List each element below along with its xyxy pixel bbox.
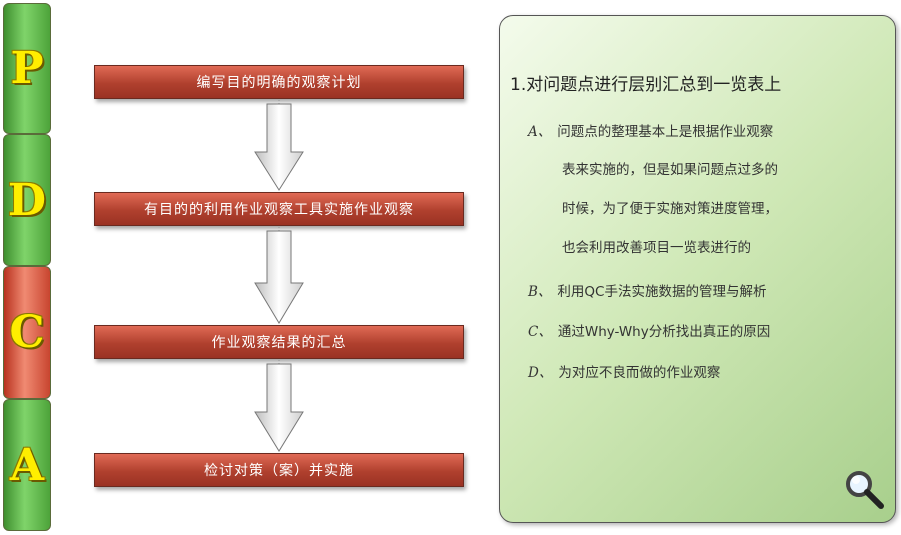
flow-arrow-1: [254, 100, 304, 191]
pdca-letter-a: A: [9, 439, 45, 491]
item-label-b: B、: [528, 284, 552, 300]
item-c-line-1: 通过Why-Why分析找出真正的原因: [557, 324, 771, 340]
pdca-d: D: [3, 134, 51, 266]
pdca-p: P: [3, 3, 51, 134]
flow-arrow-2: [254, 227, 304, 324]
item-a-line-1: 问题点的整理基本上是根据作业观察: [557, 124, 774, 140]
item-a-line-4: 也会利用改善项目一览表进行的: [562, 240, 751, 256]
panel-heading: 1.对问题点进行层别汇总到一览表上: [510, 75, 782, 95]
flow-arrow-3: [254, 360, 304, 452]
item-label-c: C、: [528, 324, 552, 340]
item-label-a: A、: [528, 124, 552, 140]
pdca-letter-p: P: [10, 43, 44, 94]
item-a-line-3: 时候，为了便于实施对策进度管理，: [562, 201, 778, 217]
list-item-b: B、利用QC手法实施数据的管理与解析: [528, 280, 766, 300]
item-label-d: D、: [528, 365, 553, 381]
list-item-d: D、为对应不良而做的作业观察: [528, 361, 720, 381]
list-item-a: A、问题点的整理基本上是根据作业观察: [528, 120, 773, 140]
summary-panel: 1.对问题点进行层别汇总到一览表上 A、问题点的整理基本上是根据作业观察 表来实…: [499, 15, 896, 523]
list-item-c: C、通过Why-Why分析找出真正的原因: [528, 320, 770, 340]
pdca-letter-d: D: [7, 174, 47, 226]
item-a-line-2: 表来实施的，但是如果问题点过多的: [562, 162, 778, 178]
magnifier-icon: [846, 471, 884, 509]
flow-step-2: 有目的的利用作业观察工具实施作业观察: [94, 192, 464, 226]
pdca-c: C: [3, 266, 51, 399]
item-d-line-1: 为对应不良而做的作业观察: [558, 365, 721, 381]
pdca-a: A: [3, 399, 51, 531]
flow-step-4: 检讨对策（案）并实施: [94, 453, 464, 487]
item-b-line-1: 利用QC手法实施数据的管理与解析: [557, 284, 767, 300]
flow-step-3: 作业观察结果的汇总: [94, 325, 464, 359]
pdca-letter-c: C: [9, 307, 45, 358]
flow-step-1: 编写目的明确的观察计划: [94, 65, 464, 99]
